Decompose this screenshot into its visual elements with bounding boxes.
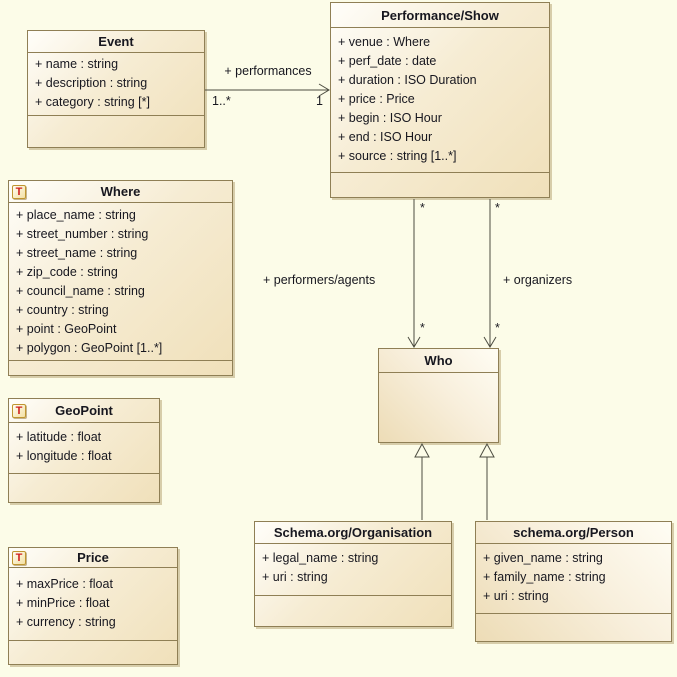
class-price-title-bar: T Price	[9, 548, 177, 568]
class-organisation-title: Schema.org/Organisation	[273, 525, 433, 540]
type-icon: T	[12, 184, 26, 199]
class-geopoint-title-bar: T GeoPoint	[9, 399, 159, 423]
association-label-performers-agents: + performers/agents	[263, 273, 376, 287]
class-performance-show-title-bar: Performance/Show	[331, 3, 549, 28]
class-organisation[interactable]: Schema.org/Organisation + legal_name : s…	[254, 521, 452, 627]
class-organisation-attributes: + legal_name : string + uri : string	[255, 544, 451, 596]
class-who-attributes-empty	[379, 373, 498, 442]
class-geopoint-operations-empty	[9, 474, 159, 502]
attribute-row: + legal_name : string	[262, 551, 379, 565]
attribute-row: + polygon : GeoPoint [1..*]	[16, 341, 163, 355]
class-where-attributes: + place_name : string + street_number : s…	[9, 203, 232, 361]
class-where[interactable]: T Where + place_name : string + street_nu…	[8, 180, 233, 376]
class-organisation-title-bar: Schema.org/Organisation	[255, 522, 451, 544]
class-price-operations-empty	[9, 641, 177, 664]
attribute-row: + venue : Where	[338, 35, 431, 49]
class-event[interactable]: Event + name : string + description : str…	[27, 30, 205, 148]
multiplicity-event-end: 1..*	[212, 94, 231, 108]
attribute-row: + uri : string	[483, 589, 549, 603]
attribute-row: + street_number : string	[16, 227, 149, 241]
attribute-row: + place_name : string	[16, 208, 136, 222]
generalization-organisation-who[interactable]	[414, 442, 430, 520]
class-performance-show-operations-empty	[331, 173, 549, 197]
multiplicity-performers-top: *	[420, 201, 425, 215]
attribute-row: + currency : string	[16, 615, 116, 629]
generalization-person-who[interactable]	[479, 442, 495, 520]
class-geopoint-attributes: + latitude : float + longitude : float	[9, 423, 159, 474]
class-person-attributes: + given_name : string + family_name : str…	[476, 544, 671, 614]
attribute-row: + source : string [1..*]	[338, 149, 457, 163]
class-person-title-bar: schema.org/Person	[476, 522, 671, 544]
class-price[interactable]: T Price + maxPrice : float + minPrice : f…	[8, 547, 178, 665]
class-event-title-bar: Event	[28, 31, 204, 53]
class-where-title-bar: T Where	[9, 181, 232, 203]
attribute-row: + end : ISO Hour	[338, 130, 433, 144]
attribute-row: + uri : string	[262, 570, 328, 584]
class-person[interactable]: schema.org/Person + given_name : string+…	[475, 521, 672, 642]
class-organisation-operations-empty	[255, 596, 451, 626]
attribute-row: + latitude : float	[16, 430, 102, 444]
class-who-title: Who	[424, 353, 453, 368]
association-label-performances: + performances	[224, 64, 312, 78]
class-geopoint-title: GeoPoint	[55, 403, 113, 418]
class-geopoint[interactable]: T GeoPoint + latitude : float + longitude…	[8, 398, 160, 503]
class-who-title-bar: Who	[379, 349, 498, 373]
class-performance-show-title: Performance/Show	[381, 7, 499, 23]
class-person-operations-empty	[476, 614, 671, 641]
association-performers-agents[interactable]	[407, 199, 421, 348]
attribute-row: + description : string	[35, 76, 148, 90]
attribute-row: + longitude : float	[16, 449, 112, 463]
class-person-title: schema.org/Person	[513, 525, 634, 540]
attribute-row: + family_name : string	[483, 570, 606, 584]
class-event-operations-empty	[28, 116, 204, 147]
class-where-operations-empty	[9, 361, 232, 375]
class-performance-show[interactable]: Performance/Show + venue : Where + perf_d…	[330, 2, 550, 198]
attribute-row: + point : GeoPoint	[16, 322, 117, 336]
type-icon: T	[12, 550, 26, 565]
attribute-row: + council_name : string	[16, 284, 145, 298]
multiplicity-organizers-bottom: *	[495, 321, 500, 335]
multiplicity-performance-end: 1	[316, 94, 323, 108]
class-where-title: Where	[100, 184, 141, 199]
attribute-row: + minPrice : float	[16, 596, 110, 610]
type-icon: T	[12, 403, 26, 418]
attribute-row: + given_name : string	[483, 551, 603, 565]
attribute-row: + duration : ISO Duration	[338, 73, 477, 87]
attribute-row: + street_name : string	[16, 246, 138, 260]
class-event-title: Event	[98, 34, 134, 49]
multiplicity-performers-bottom: *	[420, 321, 425, 335]
class-who[interactable]: Who	[378, 348, 499, 443]
attribute-row: + price : Price	[338, 92, 415, 106]
attribute-row: + zip_code : string	[16, 265, 118, 279]
class-price-attributes: + maxPrice : float + minPrice : float + cu…	[9, 568, 177, 641]
multiplicity-organizers-top: *	[495, 201, 500, 215]
attribute-row: + category : string [*]	[35, 95, 150, 109]
attribute-row: + perf_date : date	[338, 54, 437, 68]
attribute-row: + name : string	[35, 57, 119, 71]
class-price-title: Price	[77, 550, 109, 565]
attribute-row: + maxPrice : float	[16, 577, 113, 591]
attribute-row: + country : string	[16, 303, 109, 317]
association-label-organizers: + organizers	[503, 273, 573, 287]
class-event-attributes: + name : string + description : string + c…	[28, 53, 204, 116]
class-performance-show-attributes: + venue : Where + perf_date : date + durat…	[331, 28, 549, 173]
attribute-row: + begin : ISO Hour	[338, 111, 442, 125]
